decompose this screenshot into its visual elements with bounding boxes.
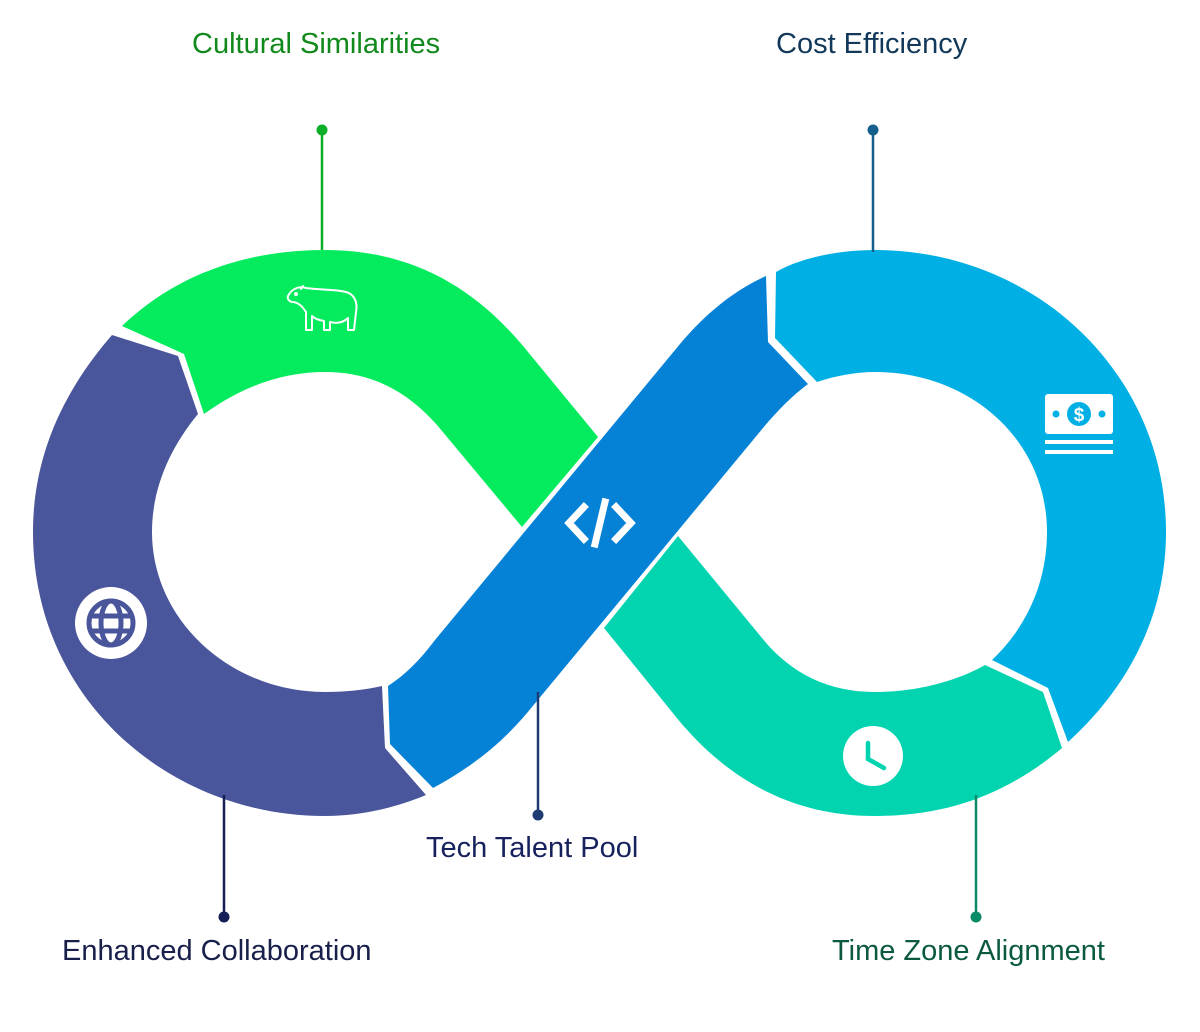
tech-talent-pool-label: Tech Talent Pool bbox=[426, 832, 639, 864]
bear-icon bbox=[286, 285, 358, 331]
cost-connector bbox=[867, 124, 879, 252]
cultural-similarities-label: Cultural Similarities bbox=[192, 28, 441, 60]
cultural-connector bbox=[316, 124, 328, 250]
clock-icon bbox=[843, 726, 903, 786]
timezone-connector bbox=[970, 795, 982, 923]
code-icon bbox=[564, 497, 636, 549]
enhanced-connector bbox=[218, 795, 230, 923]
money-bill-icon: $ bbox=[1045, 394, 1113, 454]
time-zone-alignment-segment bbox=[604, 536, 1062, 816]
enhanced-collaboration-label: Enhanced Collaboration bbox=[62, 935, 372, 967]
enhanced-collaboration-segment bbox=[33, 335, 426, 816]
cost-efficiency-segment bbox=[775, 250, 1166, 742]
globe-icon bbox=[75, 587, 147, 659]
time-zone-alignment-label: Time Zone Alignment bbox=[832, 935, 1105, 967]
svg-text:$: $ bbox=[1074, 405, 1085, 426]
tech-connector bbox=[532, 692, 544, 821]
cultural-similarities-segment bbox=[122, 250, 598, 527]
cost-efficiency-label: Cost Efficiency bbox=[776, 28, 968, 60]
